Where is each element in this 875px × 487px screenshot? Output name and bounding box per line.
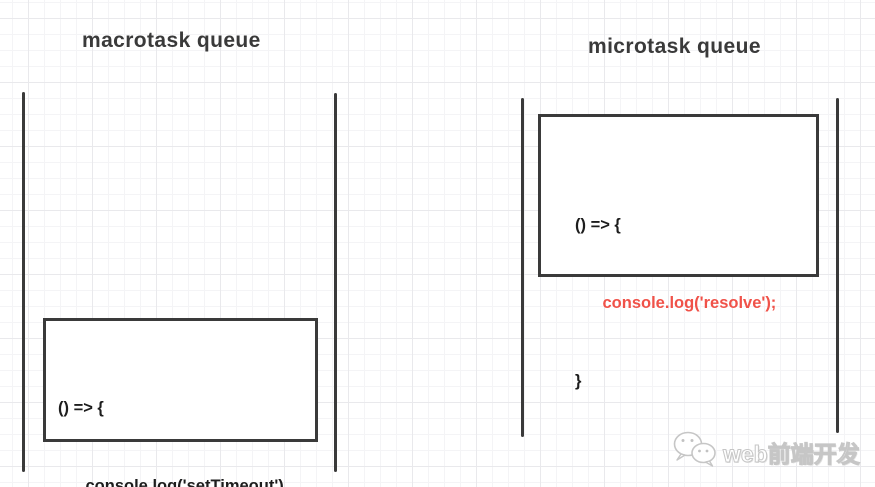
microtask-code-box: () => { console.log('resolve'); } <box>538 114 819 390</box>
macrotask-code-box: () => { console.log('setTimeout') } <box>43 318 318 487</box>
watermark: web前端开发 <box>672 430 860 473</box>
code-line: () => { <box>575 216 621 234</box>
code-line-highlighted: console.log('resolve'); <box>575 294 777 312</box>
microtask-queue-left-line <box>521 98 524 437</box>
macrotask-queue-left-line <box>22 92 25 472</box>
code-line: console.log('setTimeout') <box>58 477 284 487</box>
macrotask-queue-right-line <box>334 93 337 472</box>
wechat-icon <box>672 430 718 473</box>
microtask-queue-right-line <box>836 98 839 433</box>
code-line: } <box>575 372 582 390</box>
macrotask-queue-title: macrotask queue <box>82 29 261 52</box>
microtask-queue-title: microtask queue <box>588 35 761 58</box>
code-line: () => { <box>58 399 104 417</box>
watermark-text: web前端开发 <box>723 440 861 467</box>
